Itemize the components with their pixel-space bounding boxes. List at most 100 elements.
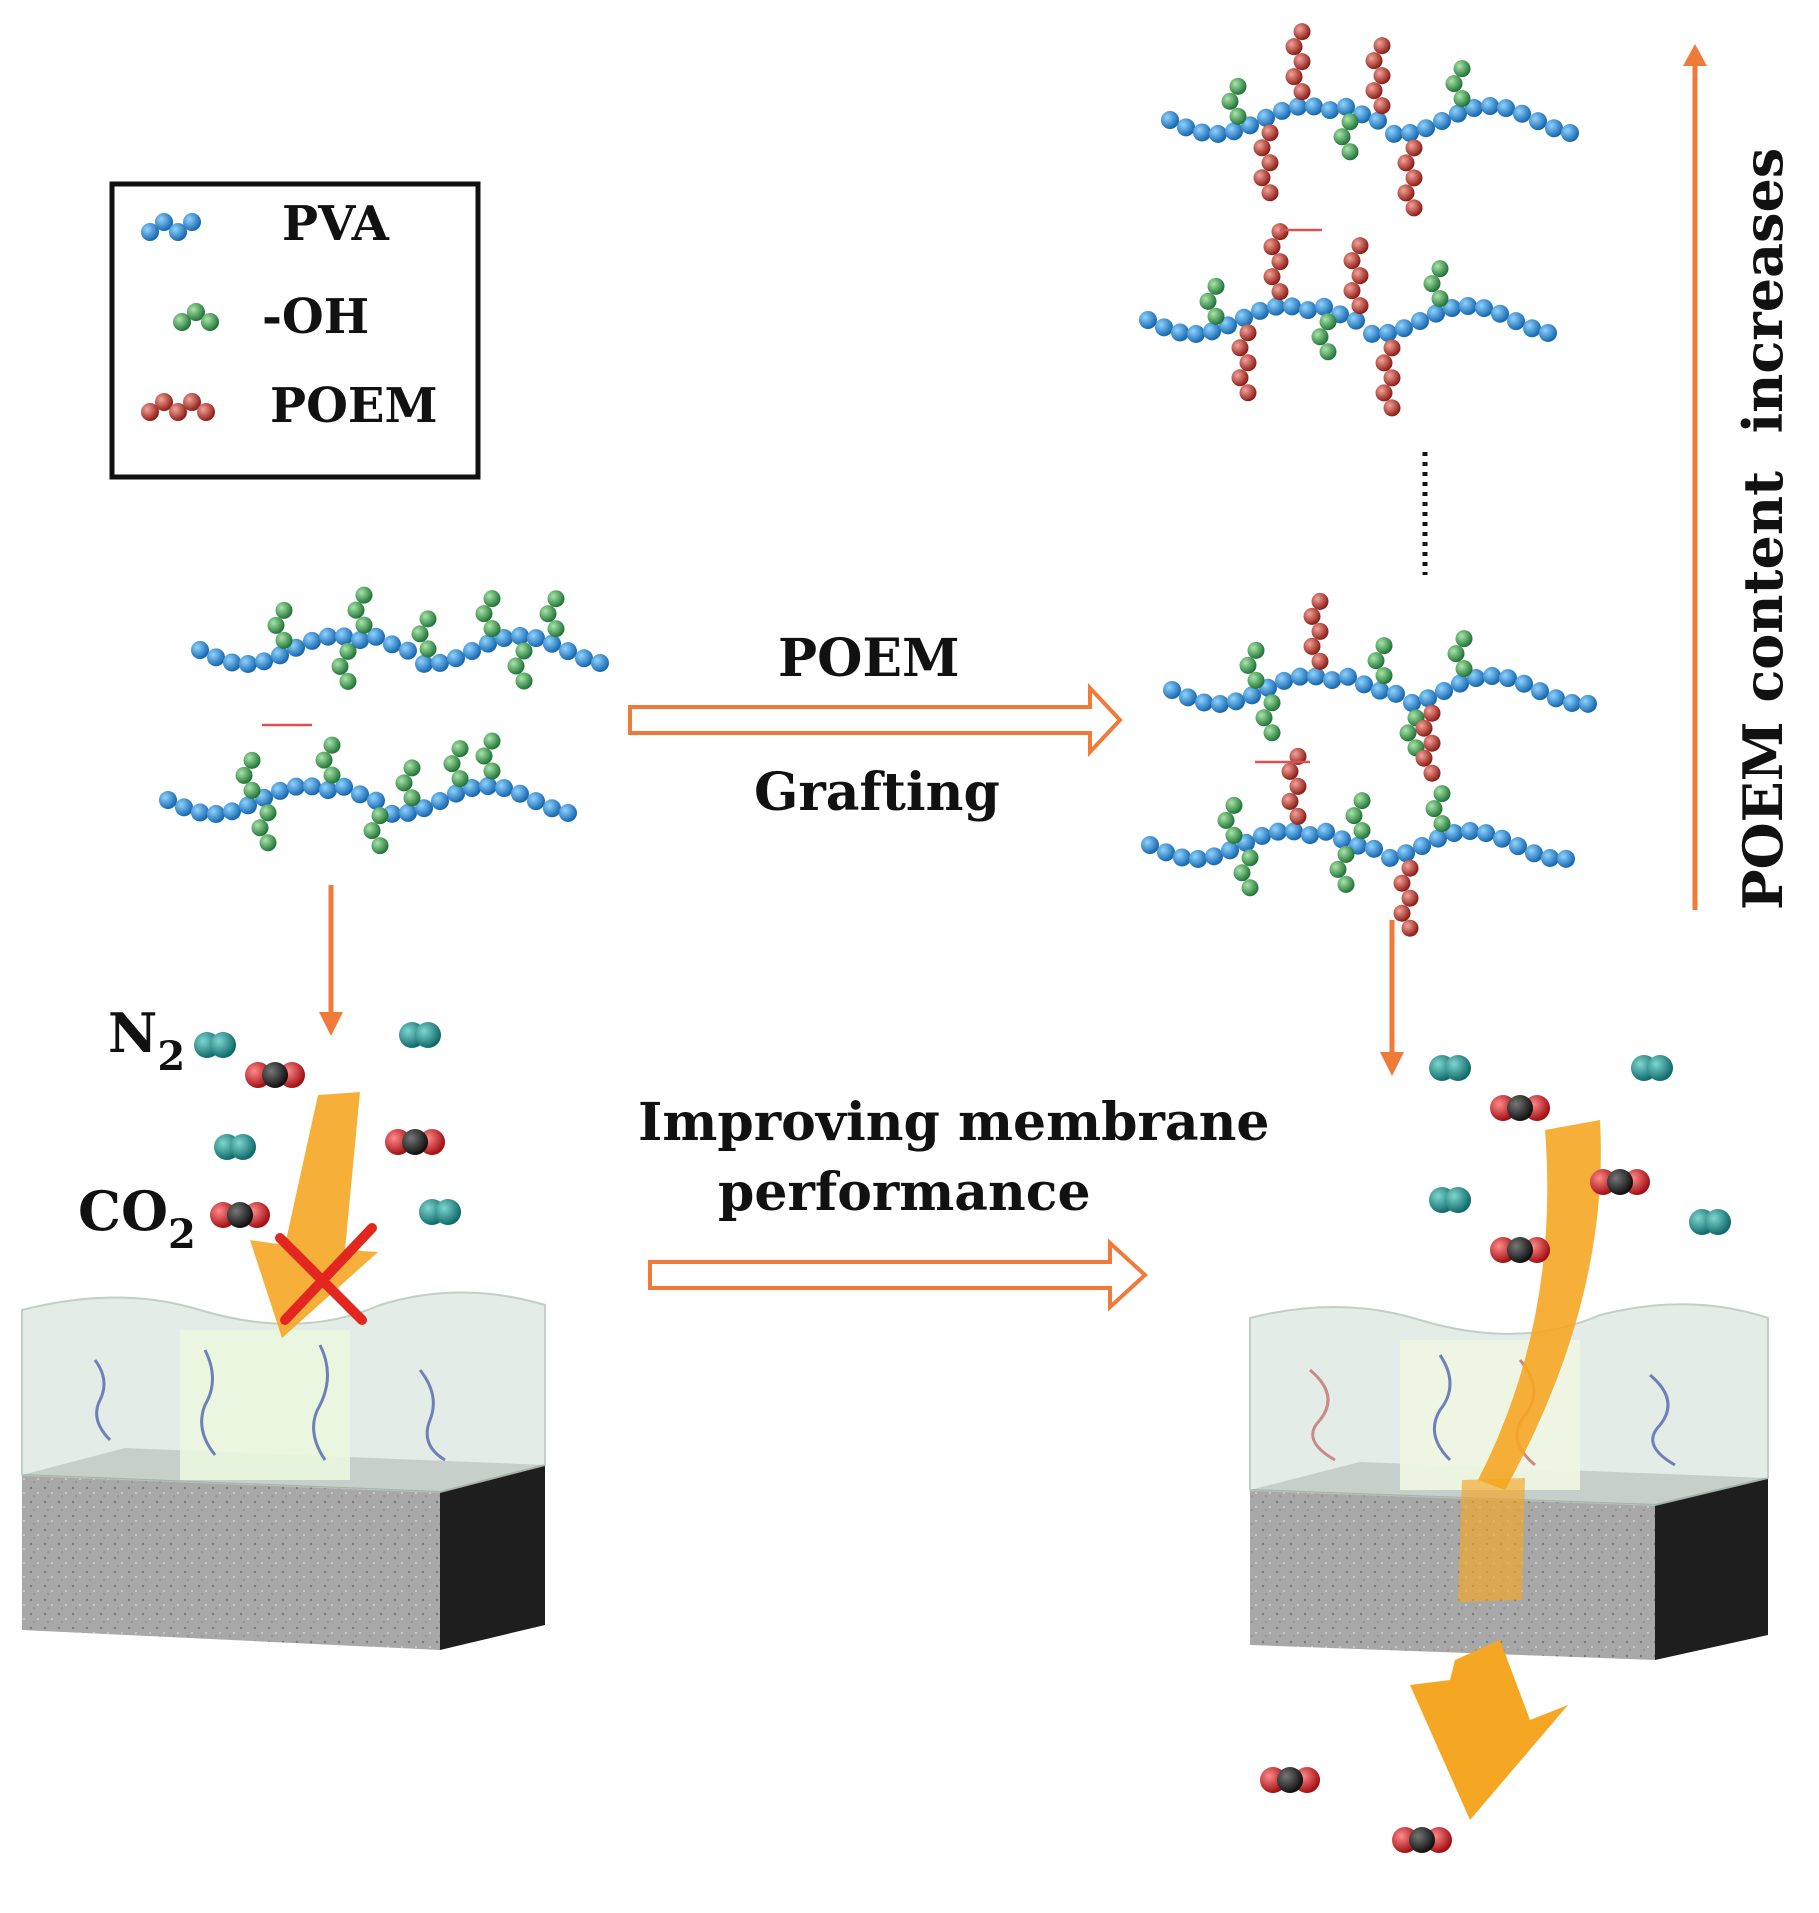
- poem-bead: [1405, 199, 1423, 217]
- pva-bead: [1477, 824, 1495, 843]
- pva-bead: [543, 634, 561, 653]
- c-atom: [227, 1202, 253, 1228]
- poem-bead: [1239, 384, 1257, 402]
- poem-bead: [1393, 874, 1411, 892]
- pva-bead: [223, 802, 241, 821]
- oh-bead: [1337, 875, 1355, 893]
- oh-bead: [371, 837, 389, 855]
- pva-bead: [1539, 323, 1557, 342]
- content-trend-label: POEM content increases: [1731, 148, 1795, 910]
- oh-bead: [355, 616, 373, 634]
- poem-bead: [1351, 237, 1369, 255]
- poem-bead: [1383, 399, 1401, 417]
- pva-bead: [1563, 693, 1581, 712]
- pva-bead: [1291, 667, 1309, 686]
- co2-molecule: [1490, 1237, 1550, 1263]
- co2-molecule: [1392, 1827, 1452, 1853]
- pva-bead: [431, 653, 449, 672]
- oh-bead: [1341, 143, 1359, 161]
- pva-bead: [1509, 837, 1527, 856]
- poem-bead: [1285, 68, 1303, 86]
- oh-bead: [1263, 724, 1281, 742]
- legend-bead: [169, 403, 187, 421]
- pva-bead: [175, 798, 193, 817]
- poem-bead: [1281, 762, 1299, 780]
- oh-branch: [1239, 641, 1265, 689]
- pva-bead: [1315, 297, 1333, 316]
- poem-branch: [1281, 747, 1307, 825]
- pva-bead: [191, 803, 209, 822]
- pva-bead: [575, 649, 593, 668]
- improve-label-line1: Improving membrane: [638, 1092, 1270, 1153]
- oh-bead: [515, 672, 533, 690]
- oh-branch: [539, 590, 565, 638]
- oh-bead: [1225, 826, 1243, 844]
- pva-bead: [1187, 324, 1205, 343]
- oh-branch: [347, 586, 373, 634]
- poem-branch: [1303, 592, 1329, 670]
- poem-branch: [1415, 704, 1441, 782]
- pva-bead: [1317, 822, 1335, 841]
- co2-molecule: [1490, 1095, 1550, 1121]
- oh-bead: [1399, 724, 1417, 742]
- legend-bead: [197, 403, 215, 421]
- poem-bead: [1293, 83, 1311, 101]
- grafting-step: POEM Grafting: [628, 628, 1123, 823]
- poem-branch: [1253, 124, 1279, 202]
- oh-bead: [1423, 275, 1441, 293]
- oh-bead: [1425, 800, 1443, 818]
- legend-label-pva: PVA: [282, 196, 390, 252]
- oh-bead: [1247, 671, 1265, 689]
- pva-chain-left-bottom: [159, 732, 577, 855]
- oh-bead: [1311, 328, 1329, 346]
- oh-bead: [1375, 667, 1393, 685]
- oh-bead: [1329, 860, 1347, 878]
- co2-molecule: [245, 1062, 305, 1088]
- down-arrow-right: [1380, 920, 1404, 1076]
- oh-bead: [1319, 313, 1337, 331]
- poem-bead: [1401, 889, 1419, 907]
- oh-bead: [275, 601, 293, 619]
- pva-bead: [1253, 826, 1271, 845]
- grafted-chain-r4: [1139, 223, 1557, 417]
- poem-bead: [1263, 238, 1281, 256]
- oh-bead: [1229, 77, 1247, 95]
- pva-bead: [1401, 123, 1419, 142]
- oh-bead: [539, 605, 557, 623]
- pva-bead: [367, 627, 385, 646]
- pva-bead: [223, 653, 241, 672]
- pva-bead: [1433, 112, 1451, 131]
- c-atom: [1507, 1095, 1533, 1121]
- c-atom: [1507, 1237, 1533, 1263]
- legend-bead: [187, 303, 205, 321]
- legend-label-poem: POEM: [270, 378, 438, 434]
- poem-bead: [1343, 252, 1361, 270]
- pva-bead: [1411, 312, 1429, 331]
- pva-bead: [1179, 688, 1197, 707]
- poem-branch: [1231, 324, 1257, 402]
- oh-bead: [251, 819, 269, 837]
- n2-molecule: [399, 1022, 441, 1048]
- pva-bead: [1523, 319, 1541, 338]
- oh-bead: [1455, 630, 1473, 648]
- oh-branch: [1255, 694, 1281, 742]
- oh-branch: [1367, 637, 1393, 685]
- oh-bead: [1199, 292, 1217, 310]
- pva-bead: [287, 777, 305, 796]
- pva-bead: [447, 784, 465, 803]
- pva-bead: [1379, 323, 1397, 342]
- pva-bead: [559, 642, 577, 661]
- pva-bead: [335, 627, 353, 646]
- n2-label: N2: [108, 1001, 185, 1080]
- co2-label: CO2: [78, 1179, 196, 1258]
- pva-bead: [1177, 118, 1195, 137]
- pva-bead: [1301, 826, 1319, 845]
- oh-branch: [1447, 630, 1473, 678]
- oh-bead: [243, 781, 261, 799]
- pva-bead: [1427, 304, 1445, 323]
- oh-branch: [1311, 313, 1337, 361]
- poem-bead: [1231, 369, 1249, 387]
- oh-branch: [443, 740, 469, 788]
- pva-bead: [1451, 674, 1469, 693]
- n-atom: [1445, 1187, 1471, 1213]
